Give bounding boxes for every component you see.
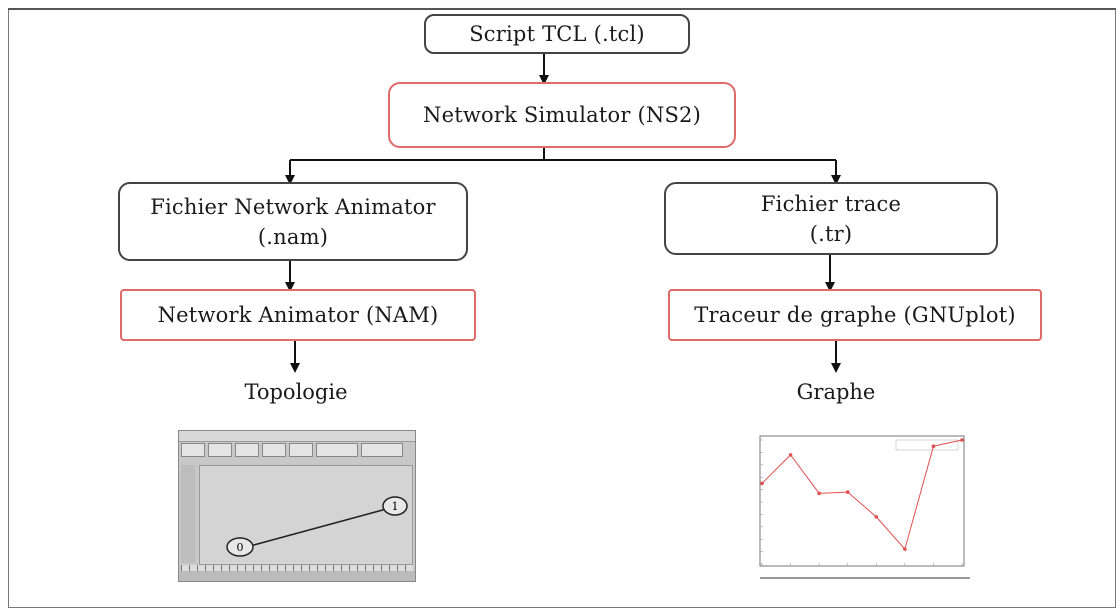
network-simulator-box: Network Simulator (NS2) [388, 82, 736, 148]
nam-file-label-line1: Fichier Network Animator [150, 194, 436, 219]
nam-toolbar [181, 443, 413, 457]
nam-time-field [316, 443, 358, 457]
gnuplot-plot [759, 435, 970, 579]
diagram-frame-top [8, 8, 1116, 10]
plot-point-5 [903, 547, 907, 551]
nam-tool-box: Network Animator (NAM) [120, 289, 476, 341]
plot-legend-box [895, 439, 959, 451]
gnuplot-tool-box: Traceur de graphe (GNUplot) [668, 289, 1042, 341]
nam-canvas: 0 1 [199, 465, 413, 565]
trace-file-label-line2: (.tr) [809, 221, 853, 246]
nam-play-button [262, 443, 286, 457]
plot-point-3 [845, 490, 850, 494]
nam-node-1-label: 1 [392, 500, 399, 513]
topology-label: Topologie [244, 380, 348, 404]
nam-node-0 [226, 537, 254, 557]
plot-area [759, 435, 965, 567]
plot-point-1 [788, 453, 793, 457]
script-tcl-label: Script TCL (.tcl) [469, 22, 645, 46]
plot-point-6 [931, 444, 936, 448]
plot-point-7 [960, 438, 964, 442]
nam-step-field [361, 443, 403, 457]
network-simulator-label: Network Simulator (NS2) [423, 103, 701, 127]
nam-menubar [179, 431, 415, 442]
nam-timeline [181, 565, 413, 571]
plot-ticks [760, 439, 963, 566]
nam-file-box: Fichier Network Animator (.nam) [118, 182, 468, 261]
connector-lines [285, 54, 841, 373]
nam-topology-thumbnail: 0 1 [178, 430, 416, 582]
plot-series-line [761, 439, 963, 551]
nam-file-label-line2: (.nam) [257, 224, 329, 249]
plot-point-2 [817, 491, 821, 496]
plot-point-4 [874, 515, 879, 519]
plot-point-0 [760, 481, 764, 486]
nam-forward-button [289, 443, 313, 457]
trace-file-label-line1: Fichier trace [760, 191, 902, 216]
plot-series-points [760, 438, 964, 551]
nam-status-bar [179, 571, 415, 581]
nam-side-panel [181, 465, 195, 563]
gnuplot-tool-label: Traceur de graphe (GNUplot) [694, 303, 1016, 327]
nam-tool-label: Network Animator (NAM) [157, 303, 439, 327]
nam-back-button [208, 443, 232, 457]
trace-file-box: Fichier trace (.tr) [664, 182, 998, 255]
nam-link [249, 507, 391, 547]
script-tcl-box: Script TCL (.tcl) [424, 14, 690, 54]
nam-rewind-button [181, 443, 205, 457]
nam-node-0-label: 0 [237, 541, 244, 554]
graph-label: Graphe [796, 380, 876, 404]
nam-topology-drawing: 0 1 [226, 496, 408, 557]
nam-stop-button [235, 443, 259, 457]
gnuplot-graph-thumbnail [746, 432, 972, 584]
nam-node-1 [382, 496, 408, 516]
